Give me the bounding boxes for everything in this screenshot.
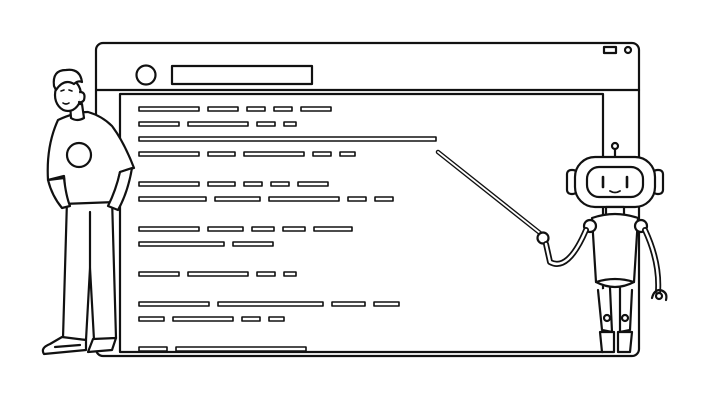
code-placeholder-bar	[187, 271, 249, 277]
code-placeholder-bar	[347, 196, 367, 202]
robot-claw-icon	[650, 288, 668, 302]
code-placeholder-bar	[374, 196, 394, 202]
code-placeholder-bar	[138, 226, 200, 232]
robot-right-foot	[616, 330, 634, 354]
code-placeholder-bar	[207, 106, 239, 112]
code-placeholder-bar	[283, 271, 297, 277]
code-placeholder-bar	[256, 121, 276, 127]
code-placeholder-bar	[217, 301, 324, 307]
close-icon	[623, 45, 633, 55]
robot-antenna-tip	[610, 141, 620, 151]
man-right-shoe	[86, 336, 118, 354]
man-hair	[52, 68, 84, 92]
pointer-stick-icon	[435, 149, 550, 245]
code-placeholder-bar	[373, 301, 400, 307]
robot-left-knee	[602, 313, 612, 323]
code-placeholder-bar	[283, 121, 297, 127]
code-placeholder-bar	[207, 226, 244, 232]
code-placeholder-bar	[187, 121, 249, 127]
man-shoe-stripe	[53, 343, 82, 349]
code-placeholder-bar	[232, 241, 274, 247]
code-placeholder-bar	[207, 151, 236, 157]
man-eyebrow	[60, 89, 65, 92]
man-right-arm	[106, 166, 134, 212]
man-eyebrow-right	[68, 89, 73, 92]
code-placeholder-bar	[214, 196, 261, 202]
code-placeholder-bar	[270, 181, 290, 187]
minimize-icon	[602, 45, 618, 55]
robot-visor	[585, 165, 645, 199]
address-bar	[170, 64, 314, 86]
robot-waist	[594, 277, 636, 284]
code-placeholder-bar	[138, 121, 180, 127]
code-placeholder-bar	[268, 196, 340, 202]
robot-left-foot	[598, 330, 616, 354]
code-placeholder-bar	[246, 106, 266, 112]
code-placeholder-bar	[297, 181, 329, 187]
code-placeholder-bar	[241, 316, 261, 322]
code-placeholder-bar	[138, 241, 225, 247]
robot-right-leg	[618, 286, 634, 334]
window-controls	[602, 45, 633, 55]
robot-mouth	[609, 190, 621, 194]
robot-illustration	[543, 141, 668, 354]
code-placeholder-bar	[175, 346, 307, 352]
code-placeholder-bar	[138, 271, 180, 277]
code-placeholder-bar	[331, 301, 366, 307]
code-placeholder-bar	[138, 151, 200, 157]
browser-logo-icon	[135, 64, 157, 86]
code-placeholder-bar	[243, 181, 263, 187]
man-left-arm	[46, 176, 72, 210]
code-placeholder-bar	[172, 316, 234, 322]
robot-claw-joint	[654, 291, 664, 301]
code-placeholder-bar	[273, 106, 293, 112]
robot-body	[590, 212, 640, 289]
code-placeholder-bar	[138, 316, 165, 322]
man-ear	[77, 90, 86, 104]
code-placeholder-bar	[138, 106, 200, 112]
code-placeholder-bar	[256, 271, 276, 277]
code-placeholder-bar	[138, 136, 437, 142]
code-placeholder-bar	[138, 181, 200, 187]
browser-window	[94, 41, 641, 358]
code-lines	[138, 106, 437, 352]
code-placeholder-bar	[300, 106, 332, 112]
code-placeholder-bar	[282, 226, 306, 232]
code-placeholder-bar	[243, 151, 305, 157]
code-placeholder-bar	[268, 316, 285, 322]
code-placeholder-bar	[313, 226, 353, 232]
code-placeholder-bar	[138, 196, 207, 202]
man-illustration	[41, 68, 136, 356]
code-placeholder-bar	[339, 151, 356, 157]
code-placeholder-bar	[312, 151, 332, 157]
man-shirt-logo	[65, 141, 93, 169]
code-placeholder-bar	[138, 346, 168, 352]
code-placeholder-bar	[251, 226, 275, 232]
code-placeholder-bar	[138, 301, 210, 307]
code-placeholder-bar	[207, 181, 236, 187]
robot-right-knee	[620, 313, 630, 323]
man-mouth	[62, 102, 70, 105]
